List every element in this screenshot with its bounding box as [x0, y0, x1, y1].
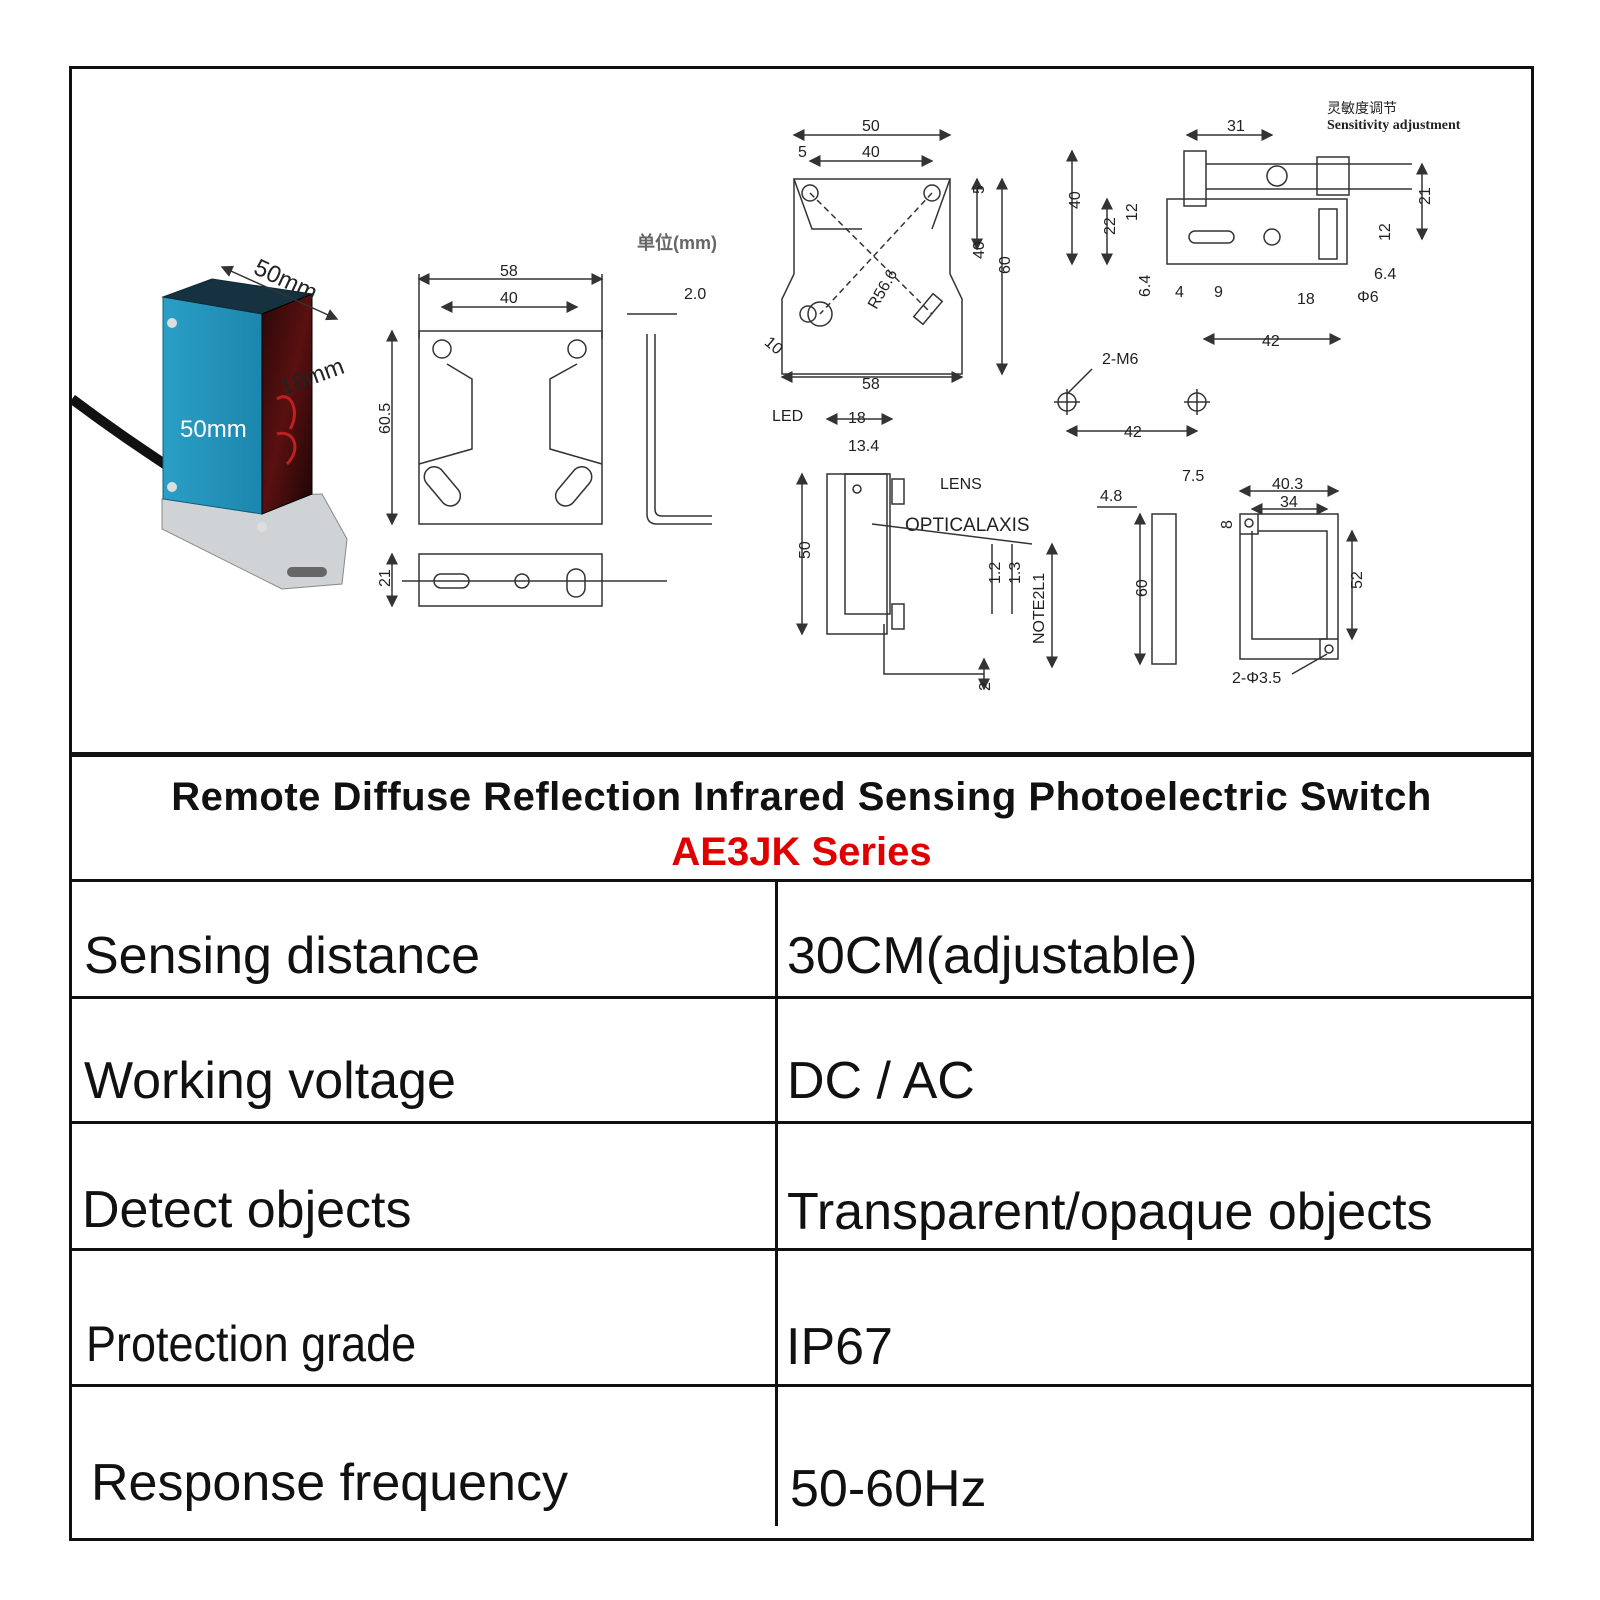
dim-beam-50: 50: [862, 118, 880, 135]
holes-label: 2-M6: [1102, 351, 1139, 368]
dim-side-31: 31: [1227, 118, 1245, 135]
table-row: Working voltage DC / AC: [72, 999, 1531, 1124]
table-row: Response frequency 50-60Hz: [72, 1387, 1531, 1526]
spec-value-cell: IP67: [778, 1251, 1531, 1384]
led-label: LED: [772, 408, 803, 425]
spec-value-cell: 50-60Hz: [778, 1387, 1531, 1526]
dim-height-label: 50mm: [180, 416, 247, 443]
dim-beam-5: 5: [798, 144, 807, 161]
dim-bracket-605: 60.5: [377, 403, 394, 434]
spec-label-cell: Working voltage: [72, 999, 778, 1121]
dim-side-21: 21: [1417, 187, 1434, 205]
dim-body-holes: 2-Φ3.5: [1232, 670, 1281, 687]
unit-label: 单位(mm): [637, 232, 717, 253]
dim-opt-13: 1.3: [1007, 562, 1024, 584]
spec-label: Sensing distance: [84, 927, 481, 985]
spec-table: Sensing distance 30CM(adjustable) Workin…: [72, 882, 1531, 1526]
spec-label-cell: Sensing distance: [72, 882, 778, 996]
dim-beam-40b: 40: [971, 241, 988, 259]
dim-opt-50: 50: [797, 541, 814, 559]
spec-label: Protection grade: [86, 1316, 417, 1372]
spec-label-cell: Detect objects: [72, 1124, 778, 1248]
optical-axis-label: OPTICALAXIS: [905, 515, 1030, 536]
dim-bracket-40: 40: [500, 290, 518, 307]
note-label: NOTE2L1: [1031, 573, 1048, 644]
spec-label: Response frequency: [91, 1454, 568, 1512]
dim-body-48: 4.8: [1100, 488, 1122, 505]
spec-value-cell: DC / AC: [778, 999, 1531, 1121]
dim-bracket-21: 21: [377, 569, 394, 587]
dim-body-52: 52: [1349, 571, 1366, 589]
dim-opt-2: 2: [977, 682, 994, 691]
dim-side-12b: 12: [1377, 223, 1394, 241]
sensor-side-view: 灵敏度调节 Sensitivity adjustment 31 40 22 12…: [1066, 100, 1461, 350]
table-row: Protection grade IP67: [72, 1251, 1531, 1387]
dim-beam-5b: 5: [971, 185, 988, 194]
dim-side-4: 4: [1175, 284, 1184, 301]
dim-beam-40: 40: [862, 144, 880, 161]
spec-sheet: 50mm 18mm 50mm 单位(mm) 58 40 60.5: [69, 66, 1534, 1541]
dim-thickness-20: 2.0: [684, 286, 706, 303]
dim-body-8: 8: [1219, 520, 1236, 529]
spec-value: IP67: [786, 1318, 893, 1376]
dim-body-75: 7.5: [1182, 468, 1204, 485]
dim-side-64a: 6.4: [1137, 275, 1154, 297]
title-block: Remote Diffuse Reflection Infrared Sensi…: [72, 752, 1531, 882]
dim-side-40: 40: [1067, 191, 1084, 209]
sensitivity-en-label: Sensitivity adjustment: [1327, 118, 1461, 133]
dim-side-9: 9: [1214, 284, 1223, 301]
spec-value: DC / AC: [787, 1052, 975, 1110]
table-row: Sensing distance 30CM(adjustable): [72, 882, 1531, 999]
dim-bracket-58: 58: [500, 263, 518, 280]
spec-value-cell: 30CM(adjustable): [778, 882, 1531, 996]
holes-dist: 42: [1124, 424, 1142, 441]
optical-axis-view: LED 18 13.4 50 LENS OPTICALAXIS 1.2 1.3 …: [772, 408, 1058, 691]
dim-side-phi6: Φ6: [1357, 289, 1379, 306]
spec-label-cell: Response frequency: [72, 1387, 778, 1526]
mounting-holes-view: 2-M6 42: [1054, 351, 1210, 441]
spec-value: 50-60Hz: [790, 1460, 987, 1518]
dimension-drawings: 50mm 18mm 50mm 单位(mm) 58 40 60.5: [72, 100, 1461, 691]
product-title: Remote Diffuse Reflection Infrared Sensi…: [171, 775, 1432, 819]
bracket-front-view: 单位(mm) 58 40 60.5 21: [377, 232, 717, 608]
spec-value-cell: Transparent/opaque objects: [778, 1124, 1531, 1248]
spec-label: Detect objects: [82, 1181, 412, 1239]
dim-opt-134: 13.4: [848, 438, 879, 455]
dim-body-60: 60: [1134, 579, 1151, 597]
spec-value: 30CM(adjustable): [787, 927, 1198, 985]
dim-beam-58: 58: [862, 376, 880, 393]
dim-side-42: 42: [1262, 333, 1280, 350]
bracket-beam-view: 50 40 5 R56.6 10 58 5 40 60: [761, 118, 1014, 393]
lens-label: LENS: [940, 476, 982, 493]
dim-side-12a: 12: [1124, 203, 1141, 221]
dim-opt-12: 1.2: [987, 562, 1004, 584]
table-row: Detect objects Transparent/opaque object…: [72, 1124, 1531, 1251]
spec-value: Transparent/opaque objects: [787, 1183, 1433, 1241]
body-outline-view: 4.8 7.5 60 40.3 34 8 52 2-Φ3.5: [1097, 468, 1366, 687]
dim-side-64b: 6.4: [1374, 266, 1396, 283]
sensor-product-image: 50mm 18mm 50mm: [72, 254, 348, 590]
dim-side-22: 22: [1102, 217, 1119, 235]
spec-label: Working voltage: [84, 1052, 456, 1110]
sensitivity-cn-label: 灵敏度调节: [1327, 100, 1397, 116]
dim-beam-radius: R56.6: [865, 267, 901, 313]
dim-side-18: 18: [1297, 291, 1315, 308]
spec-label-cell: Protection grade: [72, 1251, 778, 1384]
dim-beam-60: 60: [997, 256, 1014, 274]
technical-drawing-panel: 50mm 18mm 50mm 单位(mm) 58 40 60.5: [72, 69, 1531, 752]
series-name: AE3JK Series: [671, 830, 932, 874]
